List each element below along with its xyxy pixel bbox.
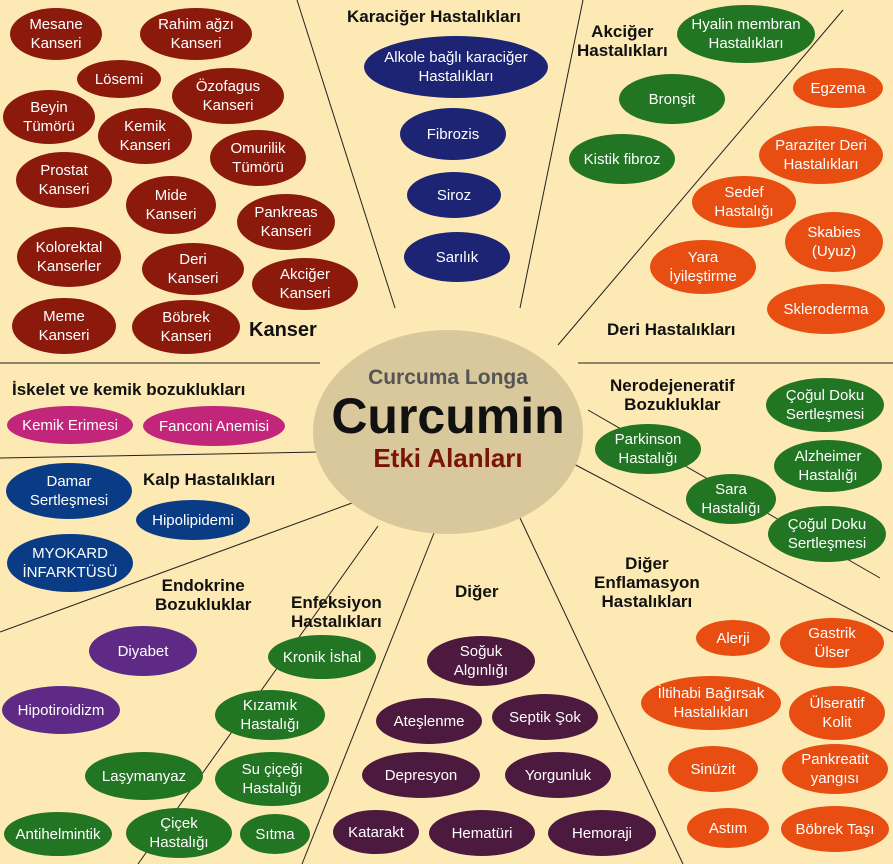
oval-yorgunluk: Yorgunluk [505,752,611,798]
oval-katarakt: Katarakt [333,810,419,854]
oval-omurilik-tumoru: Omurilik Tümörü [210,130,306,186]
oval-deri-kanseri: Deri Kanseri [142,243,244,295]
oval-pankreas-kanseri: Pankreas Kanseri [237,194,335,250]
center-caption: Etki Alanları [373,443,523,473]
oval-antihelmintik: Antihelmintik [4,812,112,856]
heading-deri: Deri Hastalıkları [607,320,736,339]
oval-yara-iyilestirme: Yara İyileştirme [650,240,756,294]
oval-soguk-alginligi: Soğuk Algınlığı [427,636,535,686]
oval-mesane-kanseri: Mesane Kanseri [10,8,102,60]
oval-cogul-doku-2: Çoğul Doku Sertleşmesi [768,506,886,562]
heading-kalp: Kalp Hastalıkları [143,470,276,489]
oval-cicek-hastaligi: Çiçek Hastalığı [126,808,232,858]
oval-rahim-agzi-kanseri: Rahim ağzı Kanseri [140,8,252,60]
oval-hipotiroidizm: Hipotiroidizm [2,686,120,734]
oval-laysmanyaz: Laşymanyaz [85,752,203,800]
oval-sedef-hastaligi: Sedef Hastalığı [692,176,796,228]
oval-bobrek-kanseri: Böbrek Kanseri [132,300,240,354]
oval-alerji: Alerji [696,620,770,656]
oval-alkole-bagli-karaciger: Alkole bağlı karaciğer Hastalıkları [364,36,548,98]
oval-kemik-kanseri: Kemik Kanseri [98,108,192,164]
heading-diger-enflamasyon: Diğer Enflamasyon Hastalıkları [594,554,700,611]
oval-paraziter-deri: Paraziter Deri Hastalıkları [759,126,883,184]
heading-endokrine: Endokrine Bozukluklar [155,576,252,614]
heading-kanser: Kanser [249,319,317,341]
oval-bobrek-tasi: Böbrek Taşı [781,806,889,852]
oval-kistik-fibroz: Kistik fibroz [569,134,675,184]
oval-kronik-ishal: Kronik İshal [268,635,376,679]
oval-egzema: Egzema [793,68,883,108]
oval-ulseratif-kolit: Ülseratif Kolit [789,686,885,740]
heading-iskelet: İskelet ve kemik bozuklukları [12,380,246,399]
oval-astim: Astım [687,808,769,848]
oval-sinuzit: Sinüzit [668,746,758,792]
oval-kolorektal-kanserler: Kolorektal Kanserler [17,227,121,287]
center-circle [313,330,583,534]
oval-hyalin-membran: Hyalin membran Hastalıkları [677,5,815,63]
heading-akciger: Akciğer Hastalıkları [577,22,668,60]
oval-cogul-doku-1: Çoğul Doku Sertleşmesi [766,378,884,432]
oval-kemik-erimesi: Kemik Erimesi [7,406,133,444]
oval-meme-kanseri: Meme Kanseri [12,298,116,354]
oval-skleroderma: Skleroderma [767,284,885,334]
oval-losemi: Lösemi [77,60,161,98]
oval-damar-sertlesmesi: Damar Sertleşmesi [6,463,132,519]
oval-akciger-kanseri: Akciğer Kanseri [252,258,358,310]
oval-prostat-kanseri: Prostat Kanseri [16,152,112,208]
oval-fanconi-anemisi: Fanconi Anemisi [143,406,285,446]
oval-bronsit: Bronşit [619,74,725,124]
center-title: Curcumin [331,388,565,444]
oval-iltihabi-bagirsak: İltihabi Bağırsak Hastalıkları [641,676,781,730]
heading-karaciger: Karaciğer Hastalıkları [347,7,521,26]
oval-gastrik-ulser: Gastrik Ülser [780,618,884,668]
oval-siroz: Siroz [407,172,501,218]
oval-ateslenme: Ateşlenme [376,698,482,744]
oval-hemoraji: Hemoraji [548,810,656,856]
oval-depresyon: Depresyon [362,752,480,798]
heading-enfeksiyon: Enfeksiyon Hastalıkları [291,593,382,631]
oval-sitma: Sıtma [240,814,310,854]
oval-pankreatit-yangisi: Pankreatit yangısı [782,744,888,794]
oval-parkinson: Parkinson Hastalığı [595,424,701,474]
oval-sara-hastaligi: Sara Hastalığı [686,474,776,524]
oval-hipolipidemi: Hipolipidemi [136,500,250,540]
oval-septik-sok: Septik Şok [492,694,598,740]
oval-fibrozis: Fibrozis [400,108,506,160]
oval-hematuri: Hematüri [429,810,535,856]
oval-alzheimer: Alzheimer Hastalığı [774,440,882,492]
oval-ozofagus-kanseri: Özofagus Kanseri [172,68,284,124]
oval-kizamik-hastaligi: Kızamık Hastalığı [215,690,325,740]
center-subtitle: Curcuma Longa [368,366,528,389]
heading-nerodejeneratif: Nerodejeneratif Bozukluklar [610,376,735,414]
heading-diger: Diğer [455,582,499,601]
oval-sarilik: Sarılık [404,232,510,282]
oval-diyabet: Diyabet [89,626,197,676]
oval-skabies: Skabies (Uyuz) [785,212,883,272]
oval-beyin-tumoru: Beyin Tümörü [3,90,95,144]
oval-su-cicegi: Su çiçeği Hastalığı [215,752,329,806]
oval-myokard-infarktusu: MYOKARD İNFARKTÜSÜ [7,534,133,592]
oval-mide-kanseri: Mide Kanseri [126,176,216,234]
